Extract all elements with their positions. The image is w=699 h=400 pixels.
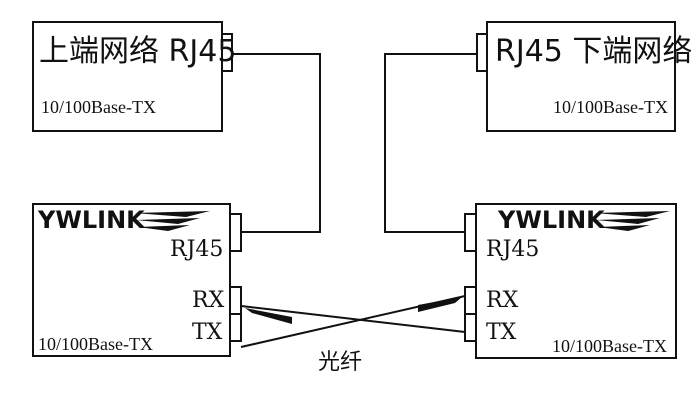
right-converter-spec: 10/100Base-TX: [552, 336, 667, 356]
left-converter-tx-port: [229, 313, 242, 342]
lower-network-spec: 10/100Base-TX: [553, 97, 668, 117]
left-rj45-cable: [232, 53, 321, 233]
upper-network-rj45-port: [221, 33, 233, 72]
right-converter-frame: [475, 203, 677, 359]
left-converter-rj45-label: RJ45: [170, 237, 223, 262]
right-converter-logo: YWLINK: [497, 206, 606, 234]
left-converter-logo-swoosh-icon: [134, 211, 210, 231]
left-fiber-connector-icon: [245, 308, 292, 324]
right-converter-rj45-label: RJ45: [486, 237, 539, 262]
left-converter-rx-label: RX: [192, 288, 225, 313]
upper-network-box: 上端网络 RJ45 10/100Base-TX: [32, 21, 236, 132]
lower-network-rj45-port: [476, 33, 488, 72]
lower-network-frame: [486, 21, 676, 132]
lower-network-box: RJ45 下端网络 10/100Base-TX: [476, 21, 692, 132]
left-converter-rx-port: [229, 286, 242, 315]
right-converter-logo-swoosh-icon: [594, 211, 670, 231]
left-converter-frame: [32, 203, 231, 357]
right-converter-rx-label: RX: [486, 288, 519, 313]
fiber-line-left-rx-to-right-tx: [240, 305, 466, 333]
right-converter-tx-port: [464, 313, 477, 342]
upper-network-frame: [32, 21, 223, 132]
left-converter-spec: 10/100Base-TX: [38, 334, 153, 354]
right-converter: YWLINK RJ45 RX TX 10/100Base-TX: [464, 203, 677, 359]
right-fiber-connector-icon: [418, 297, 462, 312]
right-converter-rx-port: [464, 286, 477, 315]
right-rj45-cable: [384, 53, 477, 233]
lower-network-title: RJ45 下端网络: [495, 34, 692, 69]
left-converter: YWLINK RJ45 RX TX 10/100Base-TX: [32, 203, 242, 357]
upper-network-spec: 10/100Base-TX: [41, 97, 156, 117]
right-converter-tx-label: TX: [486, 320, 517, 345]
fiber-label: 光纤: [318, 350, 362, 375]
left-converter-rj45-port: [229, 213, 242, 252]
left-converter-tx-label: TX: [192, 320, 223, 345]
right-converter-rj45-port: [464, 213, 477, 252]
left-converter-logo: YWLINK: [37, 206, 146, 234]
upper-network-title: 上端网络 RJ45: [39, 34, 236, 69]
